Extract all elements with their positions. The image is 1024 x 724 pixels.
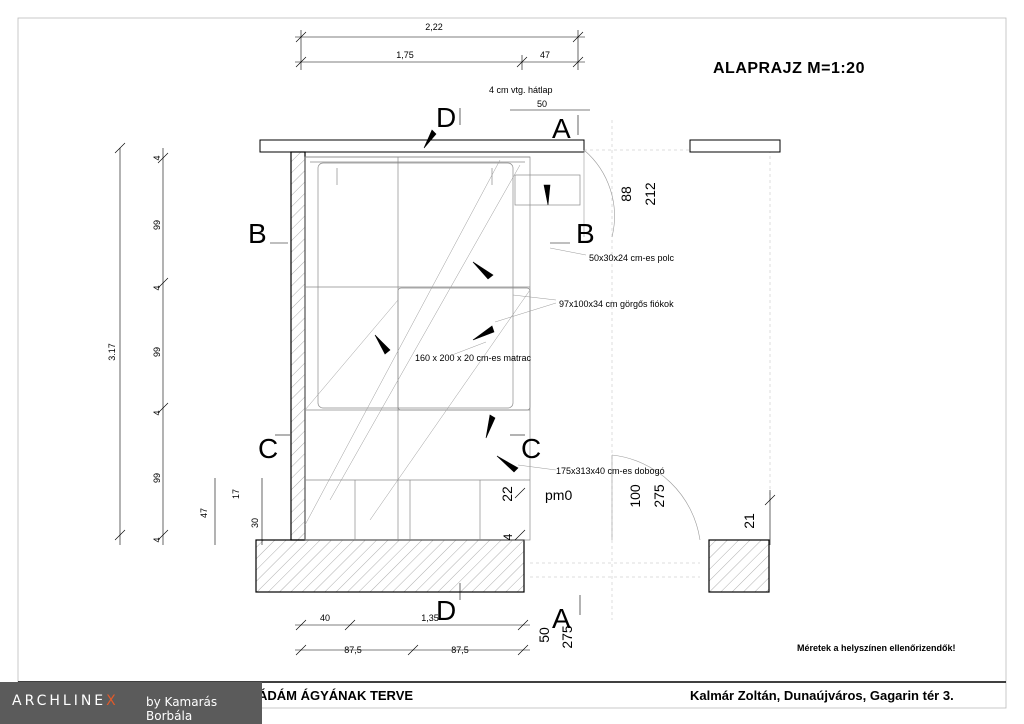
footer-address: Kalmár Zoltán, Dunaújváros, Gagarin tér … [690, 688, 954, 703]
footer-title: ÁDÁM ÁGYÁNAK TERVE [258, 688, 414, 703]
dim-left-99b: 99 [152, 347, 162, 357]
logo-author: by Kamarás Borbála [146, 695, 218, 723]
back-wall [259, 139, 585, 153]
dim-left-47: 47 [199, 508, 209, 518]
level-mark: pm0 [545, 487, 572, 503]
left-wall [290, 151, 306, 541]
dim-mid-21: 21 [741, 513, 757, 529]
dim-top-right: 47 [540, 50, 550, 60]
dim-bottom-875a: 87,5 [344, 645, 362, 655]
dim-door-275: 275 [651, 484, 667, 508]
bottom-wall [255, 539, 525, 593]
back-wall-right [689, 139, 781, 153]
dim-top-total: 2,22 [425, 22, 443, 32]
section-a-bottom: A [552, 603, 571, 634]
dim-bottom-40: 40 [320, 613, 330, 623]
dim-door-212: 212 [642, 182, 658, 206]
dim-top-left: 1,75 [396, 50, 414, 60]
dim-left-4a: 4 [152, 155, 162, 160]
dim-left-99c: 99 [152, 473, 162, 483]
section-d-bottom: D [436, 595, 456, 626]
dim-mid-22: 22 [499, 486, 515, 502]
dim-left-17: 17 [231, 489, 241, 499]
dim-left-total: 3.17 [107, 343, 117, 361]
section-c-left: C [258, 433, 278, 464]
diagonal-lines [304, 159, 531, 526]
dim-bottom-50: 50 [536, 627, 552, 643]
drawing-text: 2,22 1,75 47 4 cm vtg. hátlap 50 D A B B… [107, 22, 757, 655]
logo-brand: ARCHLINEX [12, 693, 119, 709]
label-shelf: 50x30x24 cm-es polc [589, 253, 675, 263]
sheet-border [17, 17, 1007, 709]
section-d-top: D [436, 102, 456, 133]
backboard-note: 4 cm vtg. hátlap [489, 85, 553, 95]
label-mattress: 160 x 200 x 20 cm-es matrac [415, 353, 532, 363]
dim-door-88: 88 [618, 186, 634, 202]
logo-mark: X [106, 693, 119, 709]
section-markers [270, 108, 581, 615]
dim-left-30: 30 [250, 518, 260, 528]
right-pillar [708, 539, 770, 593]
dim-left-4c: 4 [152, 410, 162, 415]
section-c-right: C [521, 433, 541, 464]
page-title: ALAPRAJZ M=1:20 [713, 60, 865, 77]
dim-door-100: 100 [627, 484, 643, 508]
archline-logo: ARCHLINEX by Kamarás Borbála [0, 682, 262, 724]
leader-lines [451, 247, 587, 471]
dim-bottom-135: 1,35 [421, 613, 439, 623]
section-b-left: B [248, 218, 267, 249]
dim-backboard-width: 50 [537, 99, 547, 109]
dim-left-4b: 4 [152, 285, 162, 290]
dim-mid-4: 4 [501, 533, 515, 540]
dim-bottom-275: 275 [559, 625, 575, 649]
section-b-right: B [576, 218, 595, 249]
label-drawers: 97x100x34 cm görgős fiókok [559, 299, 674, 309]
dim-left-4d: 4 [152, 537, 162, 542]
dim-left-99a: 99 [152, 220, 162, 230]
label-platform: 175x313x40 cm-es dobogó [556, 466, 665, 476]
door-swings [583, 149, 701, 541]
verification-note: Méretek a helyszínen ellenőrizendők! [797, 643, 956, 653]
dim-bottom-875b: 87,5 [451, 645, 469, 655]
walls [255, 139, 781, 593]
section-a-top: A [552, 113, 571, 144]
dimension-lines [114, 30, 776, 656]
bed-platform [304, 156, 581, 541]
